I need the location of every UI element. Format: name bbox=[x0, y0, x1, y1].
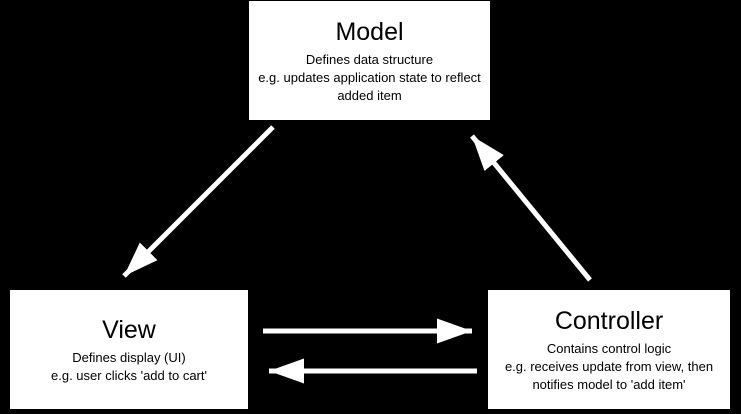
node-view-example: e.g. user clicks 'add to cart' bbox=[51, 367, 207, 383]
node-model-example: e.g. updates application state to reflec… bbox=[258, 69, 481, 103]
arrow-controller-to-model bbox=[470, 134, 592, 282]
node-controller-title: Controller bbox=[554, 306, 664, 335]
node-controller-example: e.g. receives update from view, then not… bbox=[504, 358, 714, 392]
node-model: Model Defines data structure e.g. update… bbox=[249, 1, 490, 120]
arrow-model-to-view bbox=[122, 125, 275, 278]
node-controller-description: Contains control logic bbox=[546, 340, 672, 356]
node-view-description: Defines display (UI) bbox=[72, 349, 186, 365]
node-controller: Controller Contains control logic e.g. r… bbox=[488, 290, 730, 409]
node-model-title: Model bbox=[335, 17, 404, 46]
node-view-title: View bbox=[102, 315, 156, 344]
node-view: View Defines display (UI) e.g. user clic… bbox=[10, 290, 248, 409]
node-model-description: Defines data structure bbox=[305, 51, 434, 67]
